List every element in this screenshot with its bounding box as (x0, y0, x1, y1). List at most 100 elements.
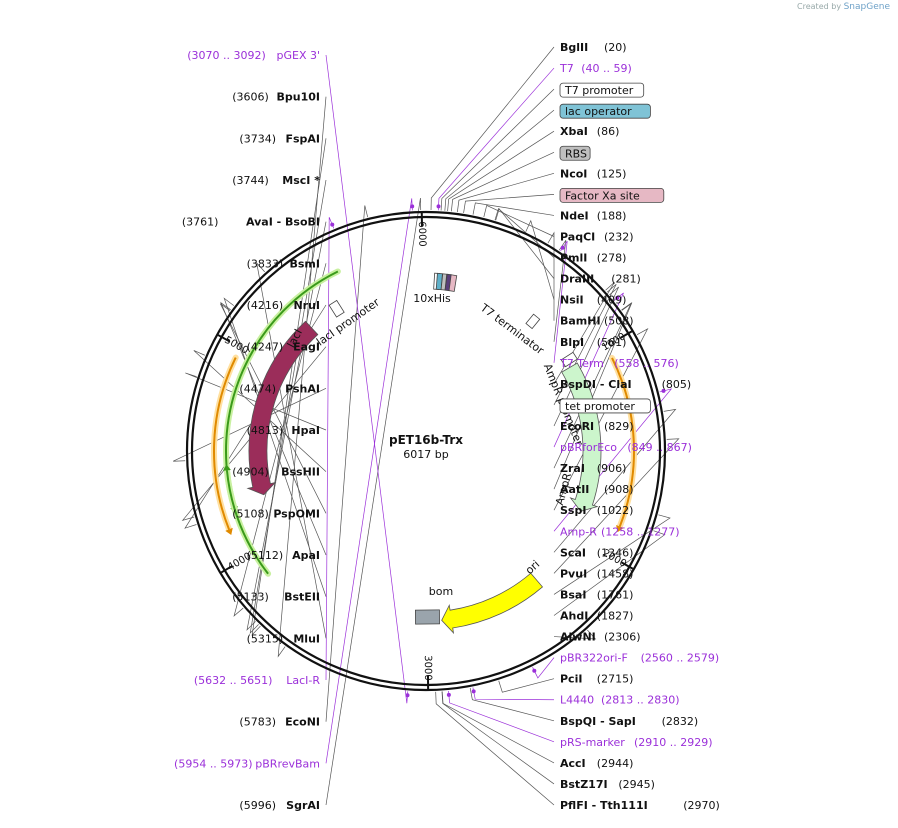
site-label-nsii: NsiI(409) (560, 294, 626, 307)
site-position: (849 .. 867) (627, 441, 692, 454)
primer-site-marker (446, 692, 451, 697)
feature-box (559, 398, 651, 414)
site-position: (188) (597, 209, 627, 222)
leader-line (447, 130, 555, 212)
site-name: ScaI (560, 546, 586, 559)
leader-line (437, 67, 555, 211)
site-name: BspQI - SapI (560, 715, 636, 728)
site-position: (5783) (239, 716, 276, 729)
leader-line (325, 198, 422, 806)
site-position: (1022) (597, 504, 634, 517)
leader-line (435, 691, 555, 806)
feature-arrow-laci (246, 320, 319, 496)
primer-site-marker (436, 204, 441, 209)
site-position: (3606) (232, 91, 269, 104)
site-label-xbai: XbaI(86) (560, 125, 619, 138)
leader-line (553, 281, 615, 385)
leader-line (469, 687, 555, 722)
site-name: FspAI (285, 132, 320, 145)
site-position: (4813) (247, 424, 284, 437)
site-label-pflfi-tth111i: PflFI - Tth111I(2970) (560, 799, 720, 812)
site-name: T7 (559, 62, 574, 75)
site-label-bspqi-sapi: BspQI - SapI(2832) (560, 715, 698, 728)
site-position: (4216) (247, 299, 284, 312)
site-label-sspi: SspI(1022) (560, 504, 633, 517)
site-name: T7 Term (559, 357, 604, 370)
site-name: pBR322ori-F (560, 652, 628, 665)
tick-label: 3000 (422, 655, 433, 681)
site-name: PvuI (560, 567, 587, 580)
site-name: NdeI (560, 209, 589, 222)
leader-line (220, 303, 327, 514)
site-position: (5315) (247, 632, 284, 645)
orf-line (611, 357, 635, 527)
leader-line (325, 205, 369, 722)
feature-arrow-ori (441, 572, 544, 635)
feature-box-label: RBS (565, 147, 587, 160)
tick-mark (220, 564, 233, 574)
ampr-promoter-block (560, 351, 578, 368)
backbone-inner (190, 215, 662, 687)
site-name: EcoRI (560, 420, 594, 433)
site-name: L4440 (560, 694, 594, 707)
site-position: (2306) (604, 631, 641, 644)
site-position: (3833) (247, 257, 284, 270)
site-label-bglii: BglII(20) (560, 41, 627, 54)
site-label-acci: AccI(2944) (560, 757, 633, 770)
site-label-pshai: PshAI(4474) (239, 382, 320, 395)
leader-line (495, 208, 555, 279)
site-position: (1827) (597, 610, 634, 623)
site-position: (2715) (597, 673, 634, 686)
leader-line (457, 172, 555, 213)
site-label-ndei: NdeI (188) (560, 209, 626, 222)
site-position: (5996) (239, 799, 276, 812)
site-name: AccI (560, 757, 586, 770)
site-position: (805) (662, 378, 692, 391)
feature-box-label: lac operator (565, 105, 632, 118)
leader-line (220, 301, 327, 556)
site-position: (4474) (239, 382, 276, 395)
site-name: AhdI (560, 610, 588, 623)
feature-label-t7-terminator: T7 terminator (477, 301, 546, 358)
leader-line (256, 261, 327, 639)
site-position: (3761) (182, 216, 219, 229)
site-position: (2970) (683, 799, 720, 812)
site-name: BsmI (290, 257, 321, 270)
site-label-bpu10i: Bpu10I(3606) (232, 91, 320, 104)
site-name: EagI (293, 341, 320, 354)
plasmid-backbone (185, 210, 667, 692)
site-position: (4904) (232, 466, 269, 479)
orf-line (225, 470, 269, 575)
site-label-rbs: RBS (559, 145, 591, 161)
site-label-ecori: EcoRI (829) (560, 420, 634, 433)
site-position: (278) (597, 252, 627, 265)
site-name: PciI (560, 673, 582, 686)
site-name: HpaI (291, 424, 320, 437)
site-name: BstEII (284, 591, 320, 604)
orf-line (213, 357, 237, 530)
site-position: (4247) (247, 341, 284, 354)
site-label-scai: ScaI (1346) (560, 546, 633, 559)
site-position: (1346) (597, 546, 634, 559)
site-label-zrai: ZraI(906) (560, 462, 626, 475)
site-label-laci-r: LacI-R(5632 .. 5651) (194, 674, 321, 687)
site-name: ZraI (560, 462, 585, 475)
site-label-bstz17i: BstZ17I(2945) (560, 778, 655, 791)
site-position: (5133) (232, 591, 269, 604)
feature-box (559, 145, 591, 161)
site-label-t7-promoter: T7 promoter (559, 82, 645, 98)
leader-line (444, 109, 555, 211)
site-name: DraIII (560, 273, 594, 286)
primer-site-marker (410, 204, 415, 209)
leader-line (251, 138, 327, 636)
leader-line (463, 194, 555, 214)
leader-line (472, 202, 555, 216)
site-name: BglII (560, 41, 588, 54)
site-name: AatII (560, 483, 589, 496)
site-position: (125) (597, 167, 627, 180)
leader-line (451, 151, 555, 212)
site-position: (2560 .. 2579) (641, 652, 720, 665)
site-position: (829) (604, 420, 634, 433)
